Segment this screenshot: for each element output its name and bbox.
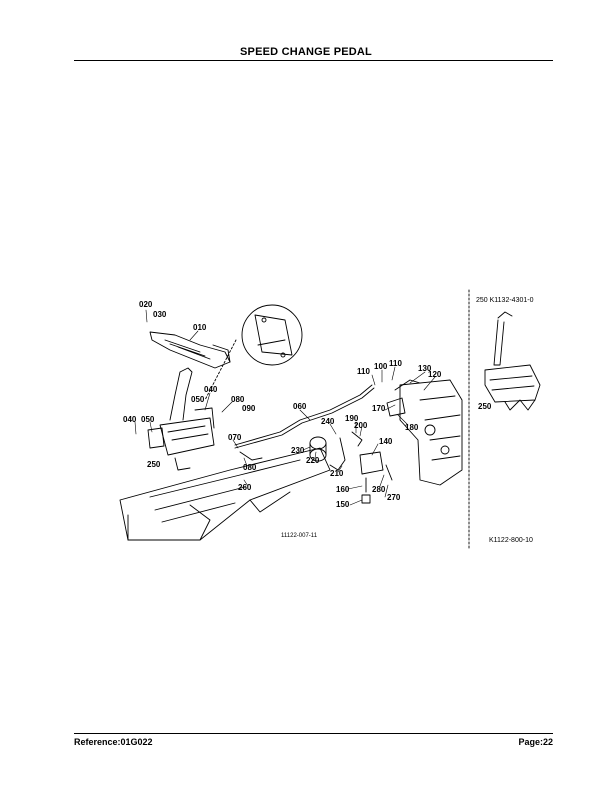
callout-080: 080 [231, 395, 245, 404]
callout-190: 190 [345, 414, 359, 423]
callout-280: 280 [372, 485, 386, 494]
callout-080b: 080 [243, 463, 257, 472]
callout-270: 270 [387, 493, 401, 502]
callout-160: 160 [336, 485, 350, 494]
callout-180: 180 [405, 423, 419, 432]
leader-lines [134, 309, 436, 506]
figure-code-main: 11122-007-11 [281, 533, 318, 539]
callout-120: 120 [428, 370, 442, 379]
header-rule [74, 60, 553, 61]
footer-page-number: Page:22 [518, 737, 553, 747]
speed-rod [234, 384, 375, 461]
callout-110: 110 [357, 367, 370, 376]
inset-label: 250 K1132-4301-0 [476, 297, 534, 304]
footer-reference: Reference:01G022 [74, 737, 153, 747]
transmission-housing [386, 379, 463, 486]
callout-060: 060 [293, 402, 307, 411]
figure-code-side: K1122-800-10 [489, 537, 533, 544]
callout-170: 170 [372, 404, 386, 413]
callout-250-inset: 250 [478, 402, 492, 411]
callout-050b: 050 [141, 415, 155, 424]
callout-100: 100 [374, 362, 388, 371]
callout-040b: 040 [123, 415, 137, 424]
callout-250: 250 [147, 460, 161, 469]
callout-240: 240 [321, 417, 335, 426]
callout-260: 260 [238, 483, 252, 492]
pedal-bracket [147, 367, 215, 471]
callout-050: 050 [191, 395, 205, 404]
callout-labels: 020 030 010 040 050 080 090 040 050 070 … [123, 300, 492, 509]
floor-deck-plate [119, 447, 331, 541]
callout-090: 090 [242, 404, 256, 413]
callout-150: 150 [336, 500, 350, 509]
callout-140: 140 [379, 437, 393, 446]
page-title: SPEED CHANGE PEDAL [240, 46, 372, 58]
footer-rule [74, 733, 553, 734]
callout-070: 070 [228, 433, 242, 442]
callout-210: 210 [330, 469, 344, 478]
linkage-assembly [309, 431, 393, 504]
pedal-arm [149, 331, 231, 369]
callout-130: 130 [418, 364, 432, 373]
inset-pedal-view [484, 311, 541, 411]
callout-230: 230 [291, 446, 305, 455]
callout-200: 200 [354, 421, 368, 430]
callout-220: 220 [306, 456, 320, 465]
callout-110b: 110 [389, 359, 402, 368]
callout-020: 020 [139, 300, 153, 309]
detail-balloon [204, 304, 303, 401]
callout-010: 010 [193, 323, 207, 332]
callout-040: 040 [204, 385, 218, 394]
callout-030: 030 [153, 310, 167, 319]
